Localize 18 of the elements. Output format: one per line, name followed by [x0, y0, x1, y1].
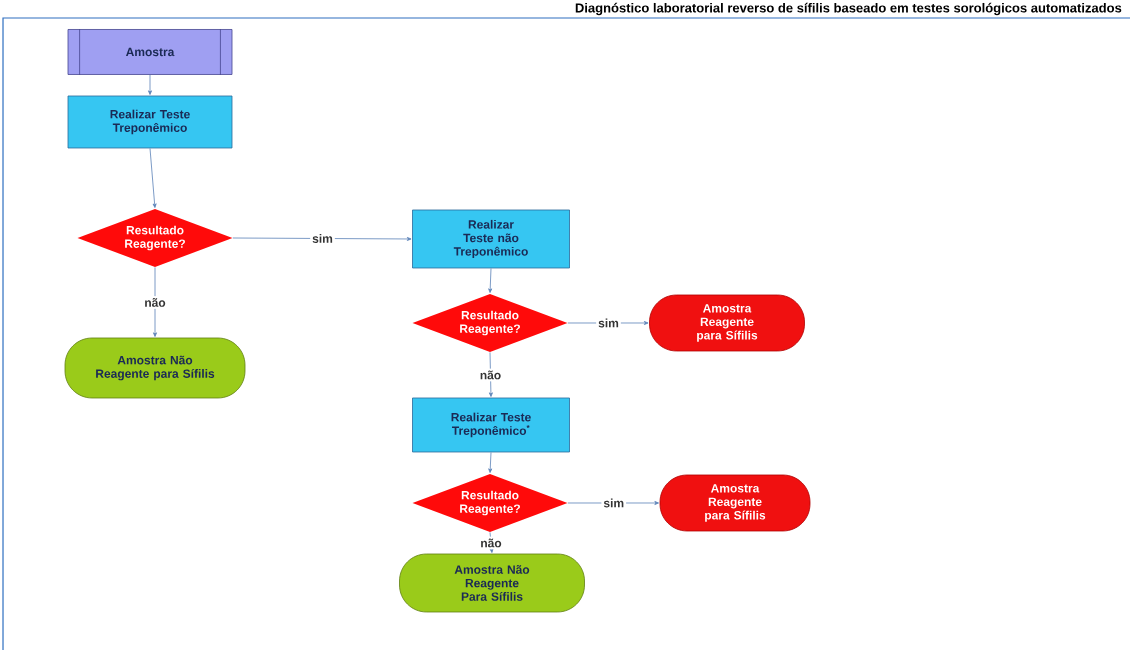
arrow: [488, 352, 493, 397]
arrow: [153, 267, 157, 337]
process-box: Realizar Teste Treponêmico$^{*}$: [412, 397, 570, 453]
arrow: [232, 237, 412, 241]
edge-label: sim: [596, 316, 621, 330]
arrow: [488, 452, 493, 473]
edge-label: não: [477, 368, 504, 382]
process-box: Amostra: [67, 28, 233, 76]
arrow: [488, 268, 493, 293]
edge-label: sim: [310, 232, 335, 245]
edge-label: sim: [601, 496, 627, 510]
title: Diagnóstico laboratorial reverso de sífilis baseado em testes sorológicos automatizados: [575, 2, 1122, 16]
arrow: [149, 148, 157, 208]
process-box: Realizar Teste não Treponêmico: [412, 209, 570, 269]
edge-label: não: [142, 296, 168, 309]
arrow: [148, 74, 152, 95]
process-box: Realizar Teste Treponêmico: [67, 95, 233, 149]
edge-label: não: [478, 536, 504, 550]
